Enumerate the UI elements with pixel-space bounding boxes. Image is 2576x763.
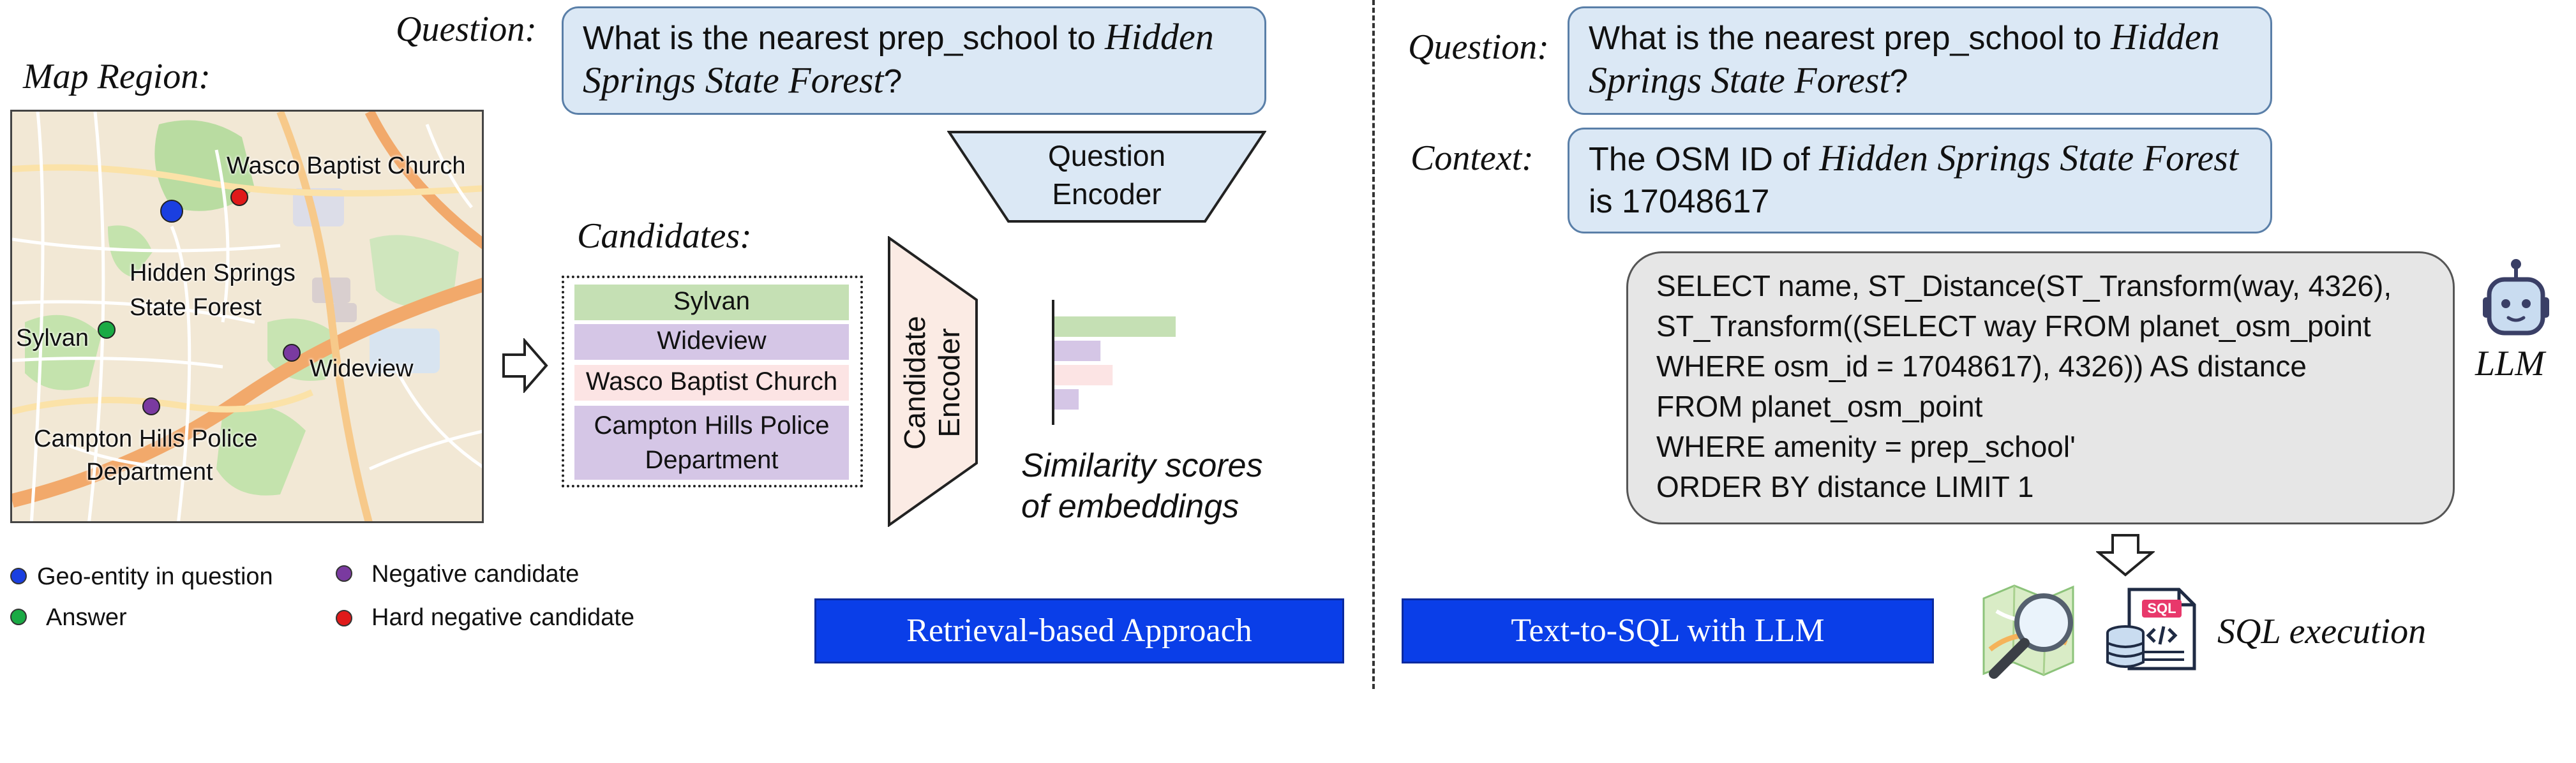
- legend-label-geo-entity: Geo-entity in question: [37, 563, 273, 590]
- context-text: The OSM ID of: [1589, 141, 1820, 178]
- legend-dot-negative: [336, 565, 352, 582]
- context-id-text: is 17048617: [1589, 183, 1770, 220]
- similarity-bar-4: [1054, 389, 1079, 410]
- question-entity: Hidden Springs State Forest: [583, 16, 1214, 101]
- candidates-box: [562, 276, 863, 487]
- sql-database-icon: [2106, 588, 2196, 670]
- map-label-wideview: Wideview: [310, 355, 414, 382]
- geo-entity-point: [160, 200, 183, 223]
- map-label-forest-1: Hidden Springs: [130, 260, 296, 286]
- map-search-icon: [1982, 584, 2074, 679]
- right-question-box: What is the nearest prep_school to Hidde…: [1568, 6, 2272, 115]
- candidate-police-line2: Department: [645, 446, 779, 474]
- similarity-label-line1: Similarity scores: [1021, 447, 1263, 484]
- question-encoder-line2: Encoder: [1052, 177, 1162, 211]
- map-region-label: Map Region:: [23, 57, 211, 96]
- candidate-sylvan: Sylvan: [574, 285, 849, 320]
- candidate-wasco-church: Wasco Baptist Church: [574, 365, 849, 401]
- legend-label-answer: Answer: [46, 604, 127, 631]
- retrieval-approach-banner: Retrieval-based Approach: [814, 598, 1344, 663]
- similarity-bar-2: [1054, 341, 1101, 361]
- answer-point: [98, 321, 116, 339]
- candidate-encoder-shape: [888, 236, 978, 527]
- similarity-bar-3: [1054, 365, 1113, 385]
- panel-divider: [1372, 0, 1375, 689]
- legend-label-negative: Negative candidate: [371, 561, 580, 588]
- sql-line-1: SELECT name, ST_Distance(ST_Transform(wa…: [1656, 269, 2392, 302]
- context-label: Context:: [1411, 138, 1534, 178]
- sql-line-6: ORDER BY distance LIMIT 1: [1656, 470, 2034, 503]
- sql-execution-label: SQL execution: [2217, 612, 2427, 651]
- sql-badge-text: SQL: [2147, 600, 2176, 616]
- right-question-suffix: ?: [1889, 63, 1908, 100]
- question-text: What is the nearest prep_school to: [583, 20, 1105, 57]
- map-label-sylvan: Sylvan: [16, 325, 89, 352]
- legend-dot-answer: [10, 609, 27, 625]
- similarity-bar-1: [1054, 316, 1176, 337]
- question-encoder-label: Question Encoder: [1021, 137, 1192, 213]
- right-question-text: What is the nearest prep_school to: [1589, 20, 2111, 57]
- hard-negative-point: [230, 188, 248, 206]
- down-arrow-icon: [2096, 534, 2155, 577]
- map-label-forest-2: State Forest: [130, 294, 262, 321]
- sql-line-2: ST_Transform((SELECT way FROM planet_osm…: [1656, 309, 2371, 343]
- legend-label-hard-negative: Hard negative candidate: [371, 604, 634, 631]
- map-label-police-2: Department: [86, 459, 213, 485]
- map-region: Wasco Baptist Church Hidden Springs Stat…: [10, 110, 484, 523]
- sql-line-4: FROM planet_osm_point: [1656, 390, 1983, 423]
- legend-dot-geo-entity: [10, 568, 27, 584]
- right-question-entity: Hidden Springs State Forest: [1589, 16, 2220, 101]
- candidate-encoder-label: Candidate Encoder: [897, 268, 966, 498]
- sql-line-5: WHERE amenity = prep_school': [1656, 430, 2076, 463]
- similarity-label-line2: of embeddings: [1021, 488, 1239, 525]
- robot-icon: [2483, 259, 2549, 336]
- right-question-label: Question:: [1408, 27, 1549, 67]
- candidate-encoder-line2: Encoder: [932, 328, 966, 438]
- negative-point-police: [142, 397, 160, 415]
- context-entity: Hidden Springs State Forest: [1819, 137, 2238, 179]
- similarity-label: Similarity scores of embeddings: [1021, 445, 1263, 527]
- question-box: What is the nearest prep_school to Hidde…: [562, 6, 1266, 115]
- map-label-church: Wasco Baptist Church: [227, 152, 466, 179]
- similarity-bars: [1052, 300, 1176, 425]
- sql-line-3: WHERE osm_id = 17048617), 4326)) AS dist…: [1656, 350, 2307, 383]
- map-background: [12, 112, 482, 521]
- candidate-police-line1: Campton Hills Police: [594, 411, 830, 440]
- candidate-police: Campton Hills Police Department: [574, 406, 849, 480]
- question-encoder-line1: Question: [1047, 139, 1166, 172]
- candidate-wideview: Wideview: [574, 324, 849, 360]
- llm-label: LLM: [2475, 344, 2545, 383]
- candidates-label: Candidates:: [577, 216, 752, 256]
- text-to-sql-banner: Text-to-SQL with LLM: [1402, 598, 1934, 663]
- candidate-encoder-line1: Candidate: [898, 316, 931, 450]
- negative-point-wideview: [283, 344, 301, 362]
- right-arrow-icon: [502, 338, 548, 393]
- sql-query-box: SELECT name, ST_Distance(ST_Transform(wa…: [1626, 251, 2455, 524]
- question-suffix: ?: [883, 63, 902, 100]
- map-label-police-1: Campton Hills Police: [34, 426, 258, 452]
- question-label: Question:: [396, 10, 537, 49]
- legend-dot-hard-negative: [336, 610, 352, 626]
- context-box: The OSM ID of Hidden Springs State Fores…: [1568, 128, 2272, 233]
- question-encoder-shape: [947, 131, 1266, 223]
